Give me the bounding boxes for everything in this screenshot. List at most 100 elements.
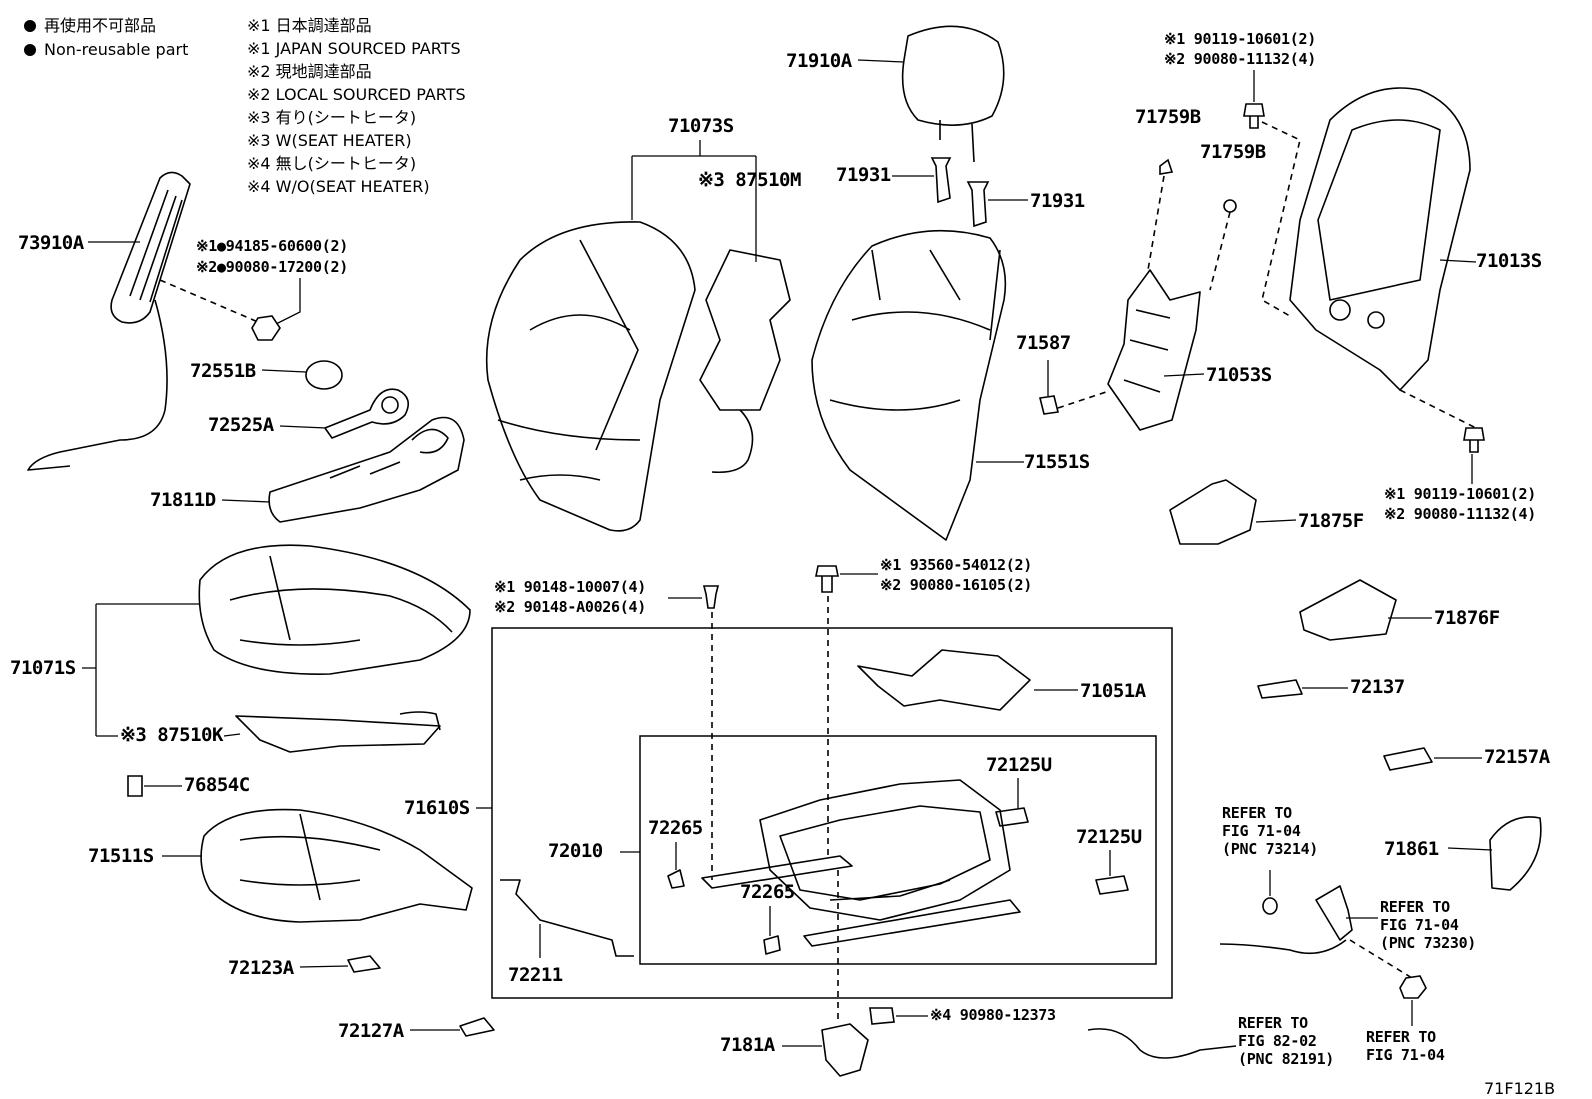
label-72137: 72137 — [1350, 676, 1405, 698]
cushion-pad-71511S — [200, 808, 473, 923]
label-90148-A0026: ※2 90148-A0026(4) — [494, 598, 646, 616]
label-71811D: 71811D — [150, 489, 216, 511]
refer-line: (PNC 73214) — [1222, 840, 1318, 858]
label-71073S: 71073S — [668, 115, 734, 137]
non-reusable-bullet-icon — [24, 44, 36, 56]
label-72125U-a: 72125U — [986, 754, 1052, 776]
seatback-cover-71073S — [485, 221, 696, 532]
bracket-7181A — [821, 1023, 869, 1077]
label-90980-12373: ※4 90980-12373 — [930, 1006, 1056, 1024]
nut-icon — [1399, 975, 1427, 999]
bolt-icon — [815, 565, 839, 593]
label-76854C: 76854C — [184, 774, 250, 796]
refer-line: REFER TO — [1366, 1028, 1436, 1046]
wire-harness — [1087, 1028, 1237, 1059]
label-72127A: 72127A — [338, 1020, 405, 1042]
connector-90980 — [869, 1007, 895, 1025]
label-90119-10601-top: ※1 90119-10601(2) — [1164, 30, 1316, 48]
headrest-guide-71931 — [966, 181, 990, 228]
label-90080-11132-bot: ※2 90080-11132(4) — [1384, 505, 1536, 523]
label-71931-right: 71931 — [1030, 190, 1085, 212]
nut-icon — [251, 315, 281, 341]
clip-72123A — [347, 955, 381, 973]
refer-line: REFER TO — [1222, 804, 1292, 822]
label-7181A: 7181A — [720, 1034, 776, 1056]
label-71759B-a: 71759B — [1135, 106, 1201, 128]
refer-line: FIG 71-04 — [1222, 822, 1301, 840]
label-87510K: ※3 87510K — [120, 724, 224, 746]
cover-71875F — [1169, 479, 1257, 545]
label-71876F: 71876F — [1434, 607, 1500, 629]
label-72525A: 72525A — [208, 414, 275, 436]
refer-line: REFER TO — [1380, 898, 1450, 916]
cover-72137 — [1257, 679, 1303, 699]
seat-track-frame — [759, 779, 1011, 921]
label-71551S: 71551S — [1024, 451, 1090, 473]
bracket-71051A — [857, 649, 1031, 711]
label-71931-left: 71931 — [836, 164, 891, 186]
clip-71759B — [1223, 199, 1237, 213]
cap-72551B — [305, 360, 343, 390]
cover-72125U — [995, 807, 1029, 827]
label-72265-a: 72265 — [648, 817, 703, 839]
rod-72211 — [500, 879, 634, 957]
label-72211: 72211 — [508, 964, 563, 986]
clip-76854C — [127, 775, 143, 797]
cover-71876F — [1299, 579, 1397, 641]
legend: 再使用不可部品 Non-reusable part ※1 日本調達部品 ※1 J… — [24, 16, 466, 196]
cover-71861 — [1489, 816, 1542, 891]
heater-87510M — [699, 249, 791, 411]
bolt-icon — [1243, 103, 1265, 129]
label-94185-60600: ※1●94185-60600(2) — [196, 237, 348, 255]
label-71051A: 71051A — [1080, 680, 1147, 702]
heater-87510K — [235, 715, 441, 753]
legend-note: ※1 JAPAN SOURCED PARTS — [247, 39, 461, 58]
label-72125U-b: 72125U — [1076, 826, 1142, 848]
label-90080-16105: ※2 90080-16105(2) — [880, 576, 1032, 594]
label-72157A: 72157A — [1484, 746, 1551, 768]
refer-line: FIG 82-02 — [1238, 1032, 1317, 1050]
legend-note: ※4 W/O(SEAT HEATER) — [247, 177, 430, 196]
label-90119-10601-bot: ※1 90119-10601(2) — [1384, 485, 1536, 503]
figure-code: 71F121B — [1484, 1079, 1555, 1098]
seatback-pad-71551S — [811, 229, 1007, 541]
knob-72525A — [324, 388, 410, 439]
clip-72265 — [763, 935, 781, 955]
label-73910A: 73910A — [18, 232, 85, 254]
legend-note: ※1 日本調達部品 — [247, 16, 372, 35]
label-71861: 71861 — [1384, 838, 1439, 860]
label-90080-17200: ※2●90080-17200(2) — [196, 258, 348, 276]
clip-72265 — [667, 869, 685, 889]
label-93560-54012: ※1 93560-54012(2) — [880, 556, 1032, 574]
cover-72157A — [1383, 747, 1433, 771]
clip-71759B — [1159, 158, 1174, 175]
label-71071S: 71071S — [10, 657, 76, 679]
refer-line: FIG 71-04 — [1366, 1046, 1445, 1064]
refer-line: (PNC 73230) — [1380, 934, 1476, 952]
label-71875F: 71875F — [1298, 510, 1364, 532]
cushion-cover-71071S — [198, 544, 471, 675]
label-72551B: 72551B — [190, 360, 256, 382]
label-71910A: 71910A — [786, 50, 853, 72]
assembly-box-71610S — [491, 627, 1173, 999]
label-72010: 72010 — [548, 840, 603, 862]
label-71587: 71587 — [1016, 332, 1071, 354]
label-71759B-b: 71759B — [1200, 141, 1266, 163]
label-71511S: 71511S — [88, 845, 154, 867]
headrest-guide-71931 — [930, 157, 952, 204]
cover-72125U — [1095, 875, 1129, 895]
bracket-71053S — [1107, 269, 1201, 431]
label-71013S: 71013S — [1476, 250, 1542, 272]
label-71053S: 71053S — [1206, 364, 1272, 386]
legend-non-reusable-jp: 再使用不可部品 — [44, 16, 156, 35]
refer-line: REFER TO — [1238, 1014, 1308, 1032]
headrest-71910A — [901, 25, 1005, 126]
refer-line: FIG 71-04 — [1380, 916, 1459, 934]
legend-note: ※2 現地調達部品 — [247, 62, 372, 81]
non-reusable-bullet-icon — [24, 20, 36, 32]
label-72265-b: 72265 — [740, 881, 795, 903]
refer-line: (PNC 82191) — [1238, 1050, 1334, 1068]
label-90148-10007: ※1 90148-10007(4) — [494, 578, 646, 596]
seat-belt-buckle — [1315, 885, 1353, 941]
